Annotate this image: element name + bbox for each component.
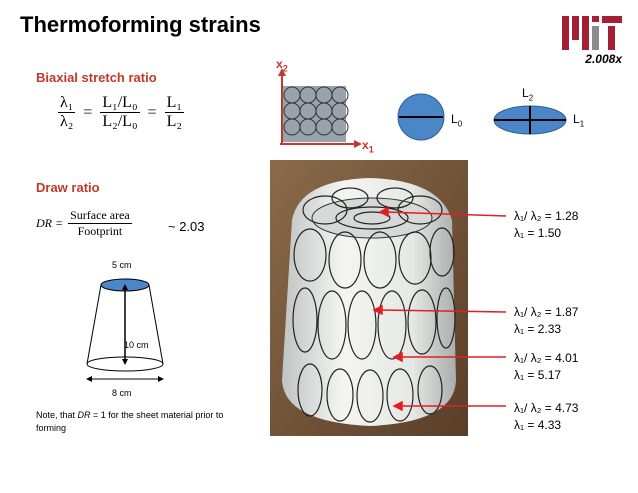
cup-bottom-label: 8 cm [112, 388, 132, 398]
dr-denominator: Footprint [77, 224, 123, 238]
annotation-3: λ₁/ λ₂ = 4.01 λ₁ = 5.17 [514, 351, 579, 382]
note-text: Note, that DR = 1 for the sheet material… [36, 410, 224, 433]
dr-approx-value: ~ 2.03 [168, 219, 205, 234]
annotation-arrows [372, 206, 507, 412]
cup-diagram: 5 cm 10 cm 8 cm [82, 258, 172, 408]
l2-label: L2 [522, 86, 534, 103]
frac1-top: λ₁ [58, 94, 76, 113]
frac1-bottom: λ₂ [60, 113, 74, 130]
frac2-top: L₁/L₀ [100, 94, 140, 113]
page-title: Thermoforming strains [20, 12, 261, 37]
axis-x2-label: x2 [276, 57, 288, 74]
frac2-bottom: L₂/L₀ [102, 113, 138, 130]
frac3-top: L₁ [164, 94, 184, 113]
dr-label: DR = [36, 216, 64, 230]
grid-diagram: x2 x1 [270, 57, 390, 160]
circle-shape [396, 92, 446, 142]
formed-part-photo [270, 160, 468, 436]
course-number: 2.008x [585, 52, 622, 66]
frac3-bottom: L₂ [166, 113, 182, 130]
l1-label: L1 [573, 112, 585, 129]
cup-height-label: 10 cm [124, 340, 149, 350]
ellipse-shape [492, 104, 568, 136]
draw-heading: Draw ratio [36, 180, 100, 195]
biaxial-formula: λ₁ λ₂ = L₁/L₀ L₂/L₀ = L₁ L₂ [58, 94, 184, 130]
draw-formula: DR = Surface area Footprint [36, 208, 132, 239]
mit-logo: 2.008x [560, 14, 624, 66]
dr-numerator: Surface area [68, 208, 132, 224]
cup-top-label: 5 cm [112, 260, 132, 270]
biaxial-heading: Biaxial stretch ratio [36, 70, 157, 85]
annotation-4: λ₁/ λ₂ = 4.73 λ₁ = 4.33 [514, 401, 579, 432]
axis-x1-label: x1 [362, 138, 374, 155]
annotation-1: λ₁/ λ₂ = 1.28 λ₁ = 1.50 [514, 209, 579, 240]
annotation-2: λ₁/ λ₂ = 1.87 λ₁ = 2.33 [514, 305, 579, 336]
l0-label: L0 [451, 112, 463, 129]
